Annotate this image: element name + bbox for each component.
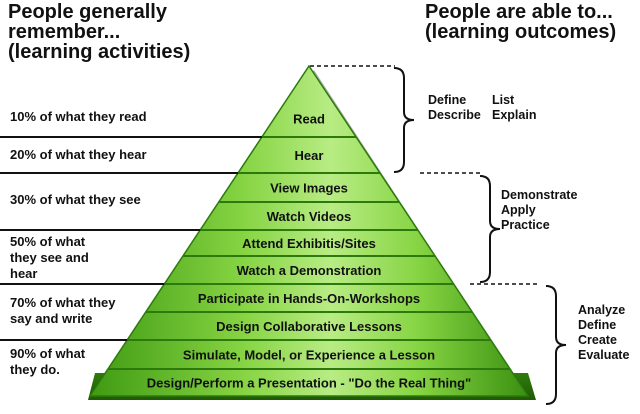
left-heading-line-3: (learning activities) xyxy=(8,41,191,63)
pyramid-layer-label: Hear xyxy=(295,148,324,163)
right-heading-line-1: People are able to... xyxy=(425,1,613,23)
outcome-label-line: Analyze xyxy=(578,303,626,317)
outcome-label-line: Demonstrate xyxy=(501,188,578,202)
pyramid-layer-label: Design Collaborative Lessons xyxy=(216,319,402,334)
outcome-brace xyxy=(545,285,567,405)
outcome-label-line: Define xyxy=(578,318,617,332)
percentage-label-line: 30% of what they see xyxy=(10,192,141,207)
outcome-brace xyxy=(393,67,415,173)
percentage-label-line: they do. xyxy=(10,362,60,377)
percentage-label: 30% of what they see xyxy=(10,192,141,208)
percentage-label-line: 20% of what they hear xyxy=(10,147,147,162)
percentage-label-line: say and write xyxy=(10,311,93,326)
outcome-label-line: Define xyxy=(428,93,467,107)
pyramid-layer-label: Simulate, Model, or Experience a Lesson xyxy=(183,348,435,363)
pyramid-layer-label: View Images xyxy=(270,181,348,196)
outcome-label-line: Evaluate xyxy=(578,348,630,362)
pyramid-layer-label: Attend Exhibitis/Sites xyxy=(242,236,376,251)
outcome-label-line: Create xyxy=(578,333,617,347)
percentage-label-line: 10% of what they read xyxy=(10,109,147,124)
pyramid-layer-label: Watch a Demonstration xyxy=(237,263,382,278)
outcome-label-line: Explain xyxy=(492,108,537,122)
outcome-label-line: Describe xyxy=(428,108,481,122)
pyramid-layer-label: Design/Perform a Presentation - "Do the … xyxy=(147,376,471,391)
percentage-label-line: 90% of what xyxy=(10,346,86,361)
outcome-label-line: Practice xyxy=(501,218,550,232)
percentage-label-line: 50% of what xyxy=(10,234,86,249)
left-heading-line-1: People generally xyxy=(8,1,167,23)
outcome-brace xyxy=(479,175,501,283)
left-heading: People generally remember... (learning a… xyxy=(8,2,190,62)
pyramid-layer-label: Watch Videos xyxy=(267,209,352,224)
pyramid-layer-label: Participate in Hands-On-Workshops xyxy=(198,291,420,306)
left-heading-line-2: remember... xyxy=(8,21,121,43)
percentage-label-line: 70% of what they xyxy=(10,295,116,310)
right-heading-line-2: (learning outcomes) xyxy=(425,21,617,43)
outcome-label-line: List xyxy=(492,93,515,107)
percentage-label: 20% of what they hear xyxy=(10,147,147,163)
pyramid-layer-label: Read xyxy=(293,112,325,127)
percentage-label-line: hear xyxy=(10,266,38,281)
percentage-label-line: they see and xyxy=(10,250,89,265)
outcome-label-line: Apply xyxy=(501,203,536,217)
percentage-label: 10% of what they read xyxy=(10,109,147,125)
right-heading: People are able to... (learning outcomes… xyxy=(425,2,616,42)
